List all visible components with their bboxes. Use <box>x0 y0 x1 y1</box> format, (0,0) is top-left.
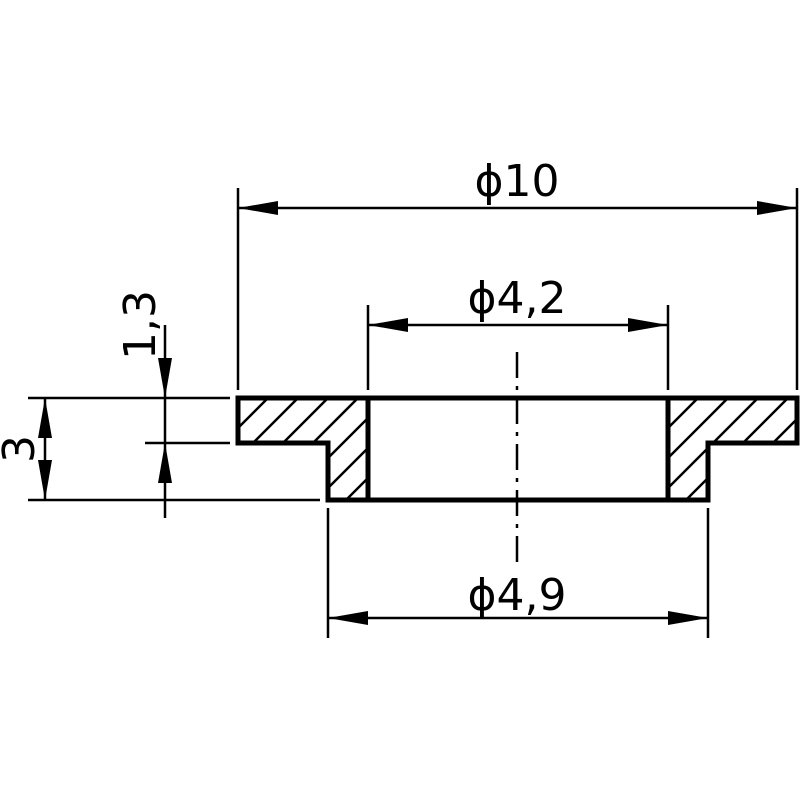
dimension-text-total-height: 3 <box>0 435 45 463</box>
arrowhead <box>368 318 408 332</box>
arrowhead <box>238 201 278 215</box>
section-outline-left <box>235 395 371 503</box>
hatch-line <box>238 398 329 500</box>
hatch-line <box>668 398 699 500</box>
arrowhead <box>757 201 797 215</box>
section-outline-right <box>665 395 800 503</box>
hatch-line <box>238 398 269 500</box>
dimension-text-spigot-diameter: ϕ4,9 <box>467 570 566 621</box>
hatch-line <box>285 398 368 500</box>
hatch-line <box>668 398 729 500</box>
dimension-text-outer-diameter: ϕ10 <box>474 156 559 207</box>
arrowhead <box>668 611 708 625</box>
arrowhead <box>628 318 668 332</box>
dimension-text-bore-diameter: ϕ4,2 <box>467 273 566 324</box>
hatch-line <box>238 398 239 500</box>
section-hatching-left <box>238 398 538 500</box>
hatch-line <box>345 398 368 500</box>
arrowhead <box>38 460 52 500</box>
hatch-line <box>238 398 299 500</box>
hatch-line <box>406 398 508 500</box>
hatch-line <box>715 398 797 500</box>
section-hatching-right <box>668 398 797 500</box>
hatch-line <box>436 398 538 500</box>
hatch-line <box>668 398 669 500</box>
hatch-line <box>685 398 789 500</box>
arrowhead <box>158 443 172 483</box>
arrowhead <box>328 611 368 625</box>
arrowhead <box>38 398 52 438</box>
arrowhead <box>158 358 172 398</box>
hatch-line <box>255 398 359 500</box>
hatch-line <box>376 398 478 500</box>
dimension-text-flange-thickness: 1,3 <box>115 290 166 360</box>
